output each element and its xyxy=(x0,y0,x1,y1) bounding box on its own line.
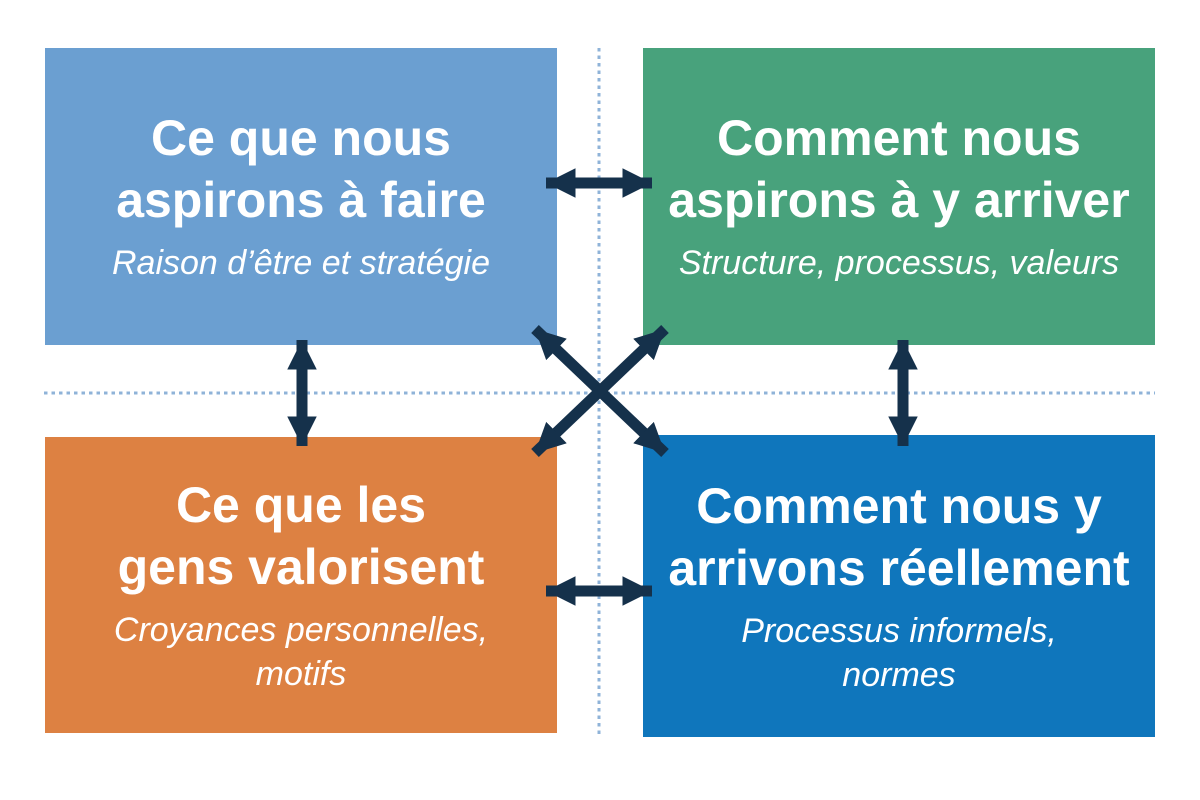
quadrant-top-right: Comment nous aspirons à y arriver Struct… xyxy=(643,48,1155,345)
quadrant-subtitle: Structure, processus, valeurs xyxy=(678,244,1120,283)
quadrant-top-left: Ce que nous aspirons à faire Raison d’êt… xyxy=(45,48,557,345)
quadrant-subtitle: Processus informels, normes xyxy=(741,611,1057,694)
quadrant-bottom-right: Comment nous y arrivons réellement Proce… xyxy=(643,435,1155,737)
quadrant-subtitle: Croyances personnelles, motifs xyxy=(113,610,489,693)
quadrant-title: Comment nous aspirons à y arriver xyxy=(668,110,1130,229)
quadrant-title: Ce que les gens valorisent xyxy=(117,476,485,595)
quadrant-subtitle: Raison d’être et stratégie xyxy=(112,244,490,283)
quadrant-title: Comment nous y arrivons réellement xyxy=(668,477,1130,596)
quadrant-bottom-left: Ce que les gens valorisent Croyances per… xyxy=(45,437,557,733)
quadrant-title: Ce que nous aspirons à faire xyxy=(116,110,486,229)
